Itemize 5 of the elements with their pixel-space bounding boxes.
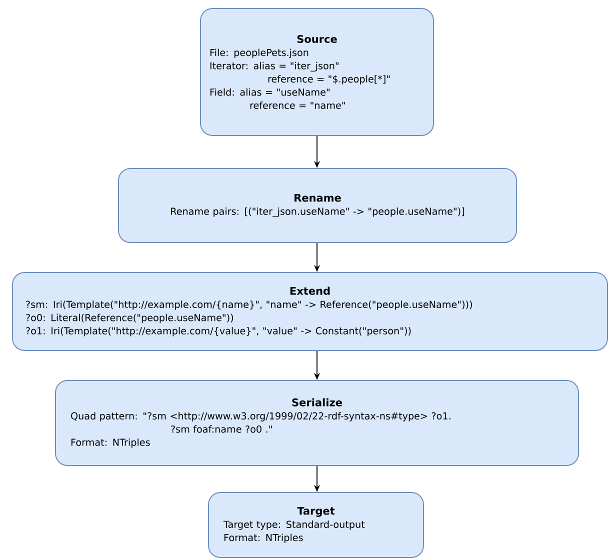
process-box: Target Target type: Standard-output Format: NTriples	[208, 492, 424, 558]
process-box: Source File: peoplePets.json Iterator: alias = "iter_json" reference = "$.people[*]" Field: alias = "useName" reference = "name"	[200, 8, 434, 136]
process-box: Rename Rename pairs: [("iter_json.useName" -> "people.useName")]	[118, 168, 517, 243]
process-box: Serialize Quad pattern: "?sm <http://www.w3.org/1999/02/22-rdf-syntax-ns#type> ?o1. ?sm foaf:name ?o0 ." Format: NTriples	[55, 380, 579, 466]
process-box: Extend ?sm: Iri(Template("http://example.com/{name}", "name" -> Reference("people.useName"))) ?o0: Literal(Reference("people.useName")) ?o1: Iri(Template("http://example.com/{value}", "value" -> Constant("person"))	[12, 272, 608, 351]
